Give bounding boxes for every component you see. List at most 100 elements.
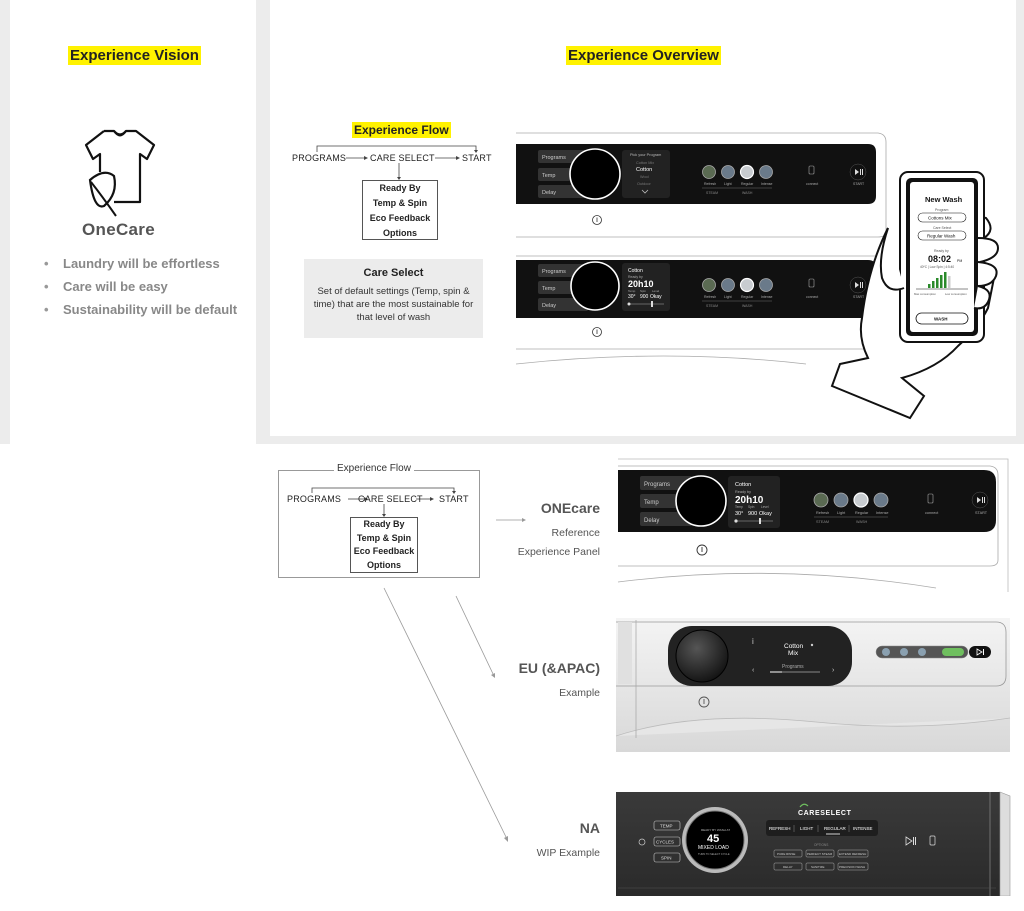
lower-flow-option: Options: [367, 559, 401, 570]
phone-title: New Wash: [925, 195, 963, 204]
ref-connect-label: connect: [925, 511, 939, 515]
panel1-list-item: Outdoor: [637, 182, 651, 186]
na-option: PURE RINSE: [777, 852, 795, 856]
panel1-pick-label: Pick your Program: [630, 153, 661, 157]
na-control-panel: TEMP CYCLES SPIN READY BY WASH AT 45 MIX…: [616, 791, 1011, 896]
panel2-care-label: Regular: [741, 295, 754, 299]
ref-button-programs: Programs: [644, 482, 670, 488]
lower-flow-option: Temp & Spin: [356, 532, 412, 543]
ref-start-label: START: [975, 511, 988, 515]
ref-care-label: Refresh: [816, 511, 829, 515]
na-mode: REGULAR: [824, 826, 847, 831]
panel2-value: 900: [640, 294, 649, 300]
na-option: EXTEND REFRESH: [839, 852, 866, 856]
lower-flow-step-start: START: [439, 494, 469, 504]
panel2-value: Okay: [650, 294, 662, 300]
panel1-button-temp: Temp: [542, 173, 555, 179]
row-line-eu-example: Example: [559, 687, 600, 699]
ref-button-temp: Temp: [644, 500, 659, 506]
na-mode: LIGHT: [800, 826, 814, 831]
ref-care-label: Regular: [855, 511, 869, 515]
panel2-care-label: Intense: [761, 295, 773, 299]
reference-panel-onecare: Programs Temp Delay Cotton Ready by 20h1…: [617, 458, 1009, 592]
flow-title: Experience Flow: [352, 122, 451, 138]
panel1-list-item: Cotton: [636, 167, 652, 173]
na-button-temp: TEMP: [660, 824, 673, 829]
care-select-card: Care Select Set of default settings (Tem…: [304, 259, 483, 338]
flow-option: Options: [383, 228, 417, 238]
flow-option: Eco Feedback: [369, 213, 431, 223]
panel2-group-label: STEAM: [706, 304, 718, 308]
flow-step-start: START: [462, 153, 492, 163]
flow-step-programs: PROGRAMS: [292, 153, 347, 163]
panel2-start-label: START: [853, 295, 865, 299]
eu-program-line1: Cotton: [784, 643, 804, 650]
panel2-ready-by: Ready by: [628, 275, 643, 279]
panel1-group-label: STEAM: [706, 191, 718, 195]
na-dial-value: 45: [707, 833, 719, 845]
hand-holding-phone-illustration: New Wash Program Cottons Mix Care Select…: [830, 171, 1000, 420]
flow-option: Temp & Spin: [372, 198, 428, 208]
row-line-na-example: WIP Example: [536, 847, 600, 859]
panel2-care-label: Light: [724, 295, 732, 299]
flow-option: Ready By: [379, 183, 421, 193]
phone-time: 08:02: [928, 254, 951, 264]
panel2-value: 30°: [628, 294, 636, 300]
vision-bullet: Care will be easy: [44, 279, 237, 294]
lower-flow-option: Ready By: [363, 519, 405, 529]
na-mode: INTENSE: [853, 826, 873, 831]
care-select-title: Care Select: [363, 267, 424, 279]
control-panel-program-select: Programs Temp Delay Pick your Program Co…: [516, 132, 887, 238]
na-option: DELAY: [783, 865, 793, 869]
phone-care-value: Regular Wash: [927, 234, 956, 239]
panel2-button-delay: Delay: [542, 303, 556, 309]
panel2-button-programs: Programs: [542, 269, 566, 275]
row-title-onecare: ONEcare: [540, 500, 600, 516]
phone-consumption-max: Max consumption: [914, 292, 936, 296]
phone-wash-button: WASH: [934, 317, 948, 322]
row-title-eu: EU (&APAC): [518, 660, 600, 676]
row-line-experience-panel: Experience Panel: [517, 546, 600, 558]
ref-group-label: WASH: [856, 520, 868, 524]
background-frame-right: [1016, 0, 1024, 444]
ref-time: 20h10: [735, 495, 764, 506]
lower-flow-step-care-select: CARE SELECT: [358, 494, 423, 504]
panel1-start-label: START: [853, 182, 865, 186]
panel2-sub-label: Temp: [628, 289, 636, 293]
phone-program-label: Program: [935, 208, 949, 212]
panel1-group-label: WASH: [742, 191, 753, 195]
na-brand: CARESELECT: [798, 810, 852, 817]
panel1-care-label: Intense: [761, 182, 773, 186]
panel1-care-label: Light: [724, 182, 732, 186]
ref-button-delay: Delay: [644, 518, 659, 524]
panel2-care-label: Refresh: [704, 295, 716, 299]
background-frame-divider: [256, 0, 270, 444]
panel2-group-label: WASH: [742, 304, 753, 308]
na-button-spin: SPIN: [661, 856, 672, 861]
brand-name: OneCare: [82, 220, 155, 239]
panel1-list-item: Wool: [640, 175, 649, 179]
panel1-care-label: Regular: [741, 182, 754, 186]
control-panel-ready-by: Programs Temp Delay Cotton Ready by 20h1…: [516, 255, 887, 365]
ref-value: Okay: [759, 511, 772, 517]
background-frame-bottom: [256, 436, 1024, 444]
eu-program-line2: Mix: [788, 650, 799, 657]
panel1-button-programs: Programs: [542, 155, 566, 161]
svg-text:›: ›: [832, 667, 835, 674]
lower-flow-connectors: [311, 487, 456, 517]
overview-title: Experience Overview: [566, 46, 721, 65]
panel2-sub-label: Level: [652, 289, 660, 293]
na-mode: REFRESH: [769, 826, 791, 831]
vision-bullet: Sustainability will be default: [44, 302, 237, 317]
vision-title: Experience Vision: [68, 46, 201, 65]
na-options-label: OPTIONS: [814, 843, 828, 847]
ref-ready-by: Ready by: [735, 490, 751, 494]
lower-flow-step-programs: PROGRAMS: [287, 494, 342, 504]
ref-care-label: Light: [837, 511, 846, 515]
ref-care-label: Intense: [876, 511, 888, 515]
flow-options-box: Ready By Temp & Spin Eco Feedback Option…: [362, 180, 438, 240]
vision-bullet: Laundry will be effortless: [44, 256, 237, 271]
row-line-reference: Reference: [551, 527, 600, 539]
lower-flow-options-box: Ready By Temp & Spin Eco Feedback Option…: [350, 517, 418, 573]
panel2-time: 20h10: [628, 279, 654, 289]
